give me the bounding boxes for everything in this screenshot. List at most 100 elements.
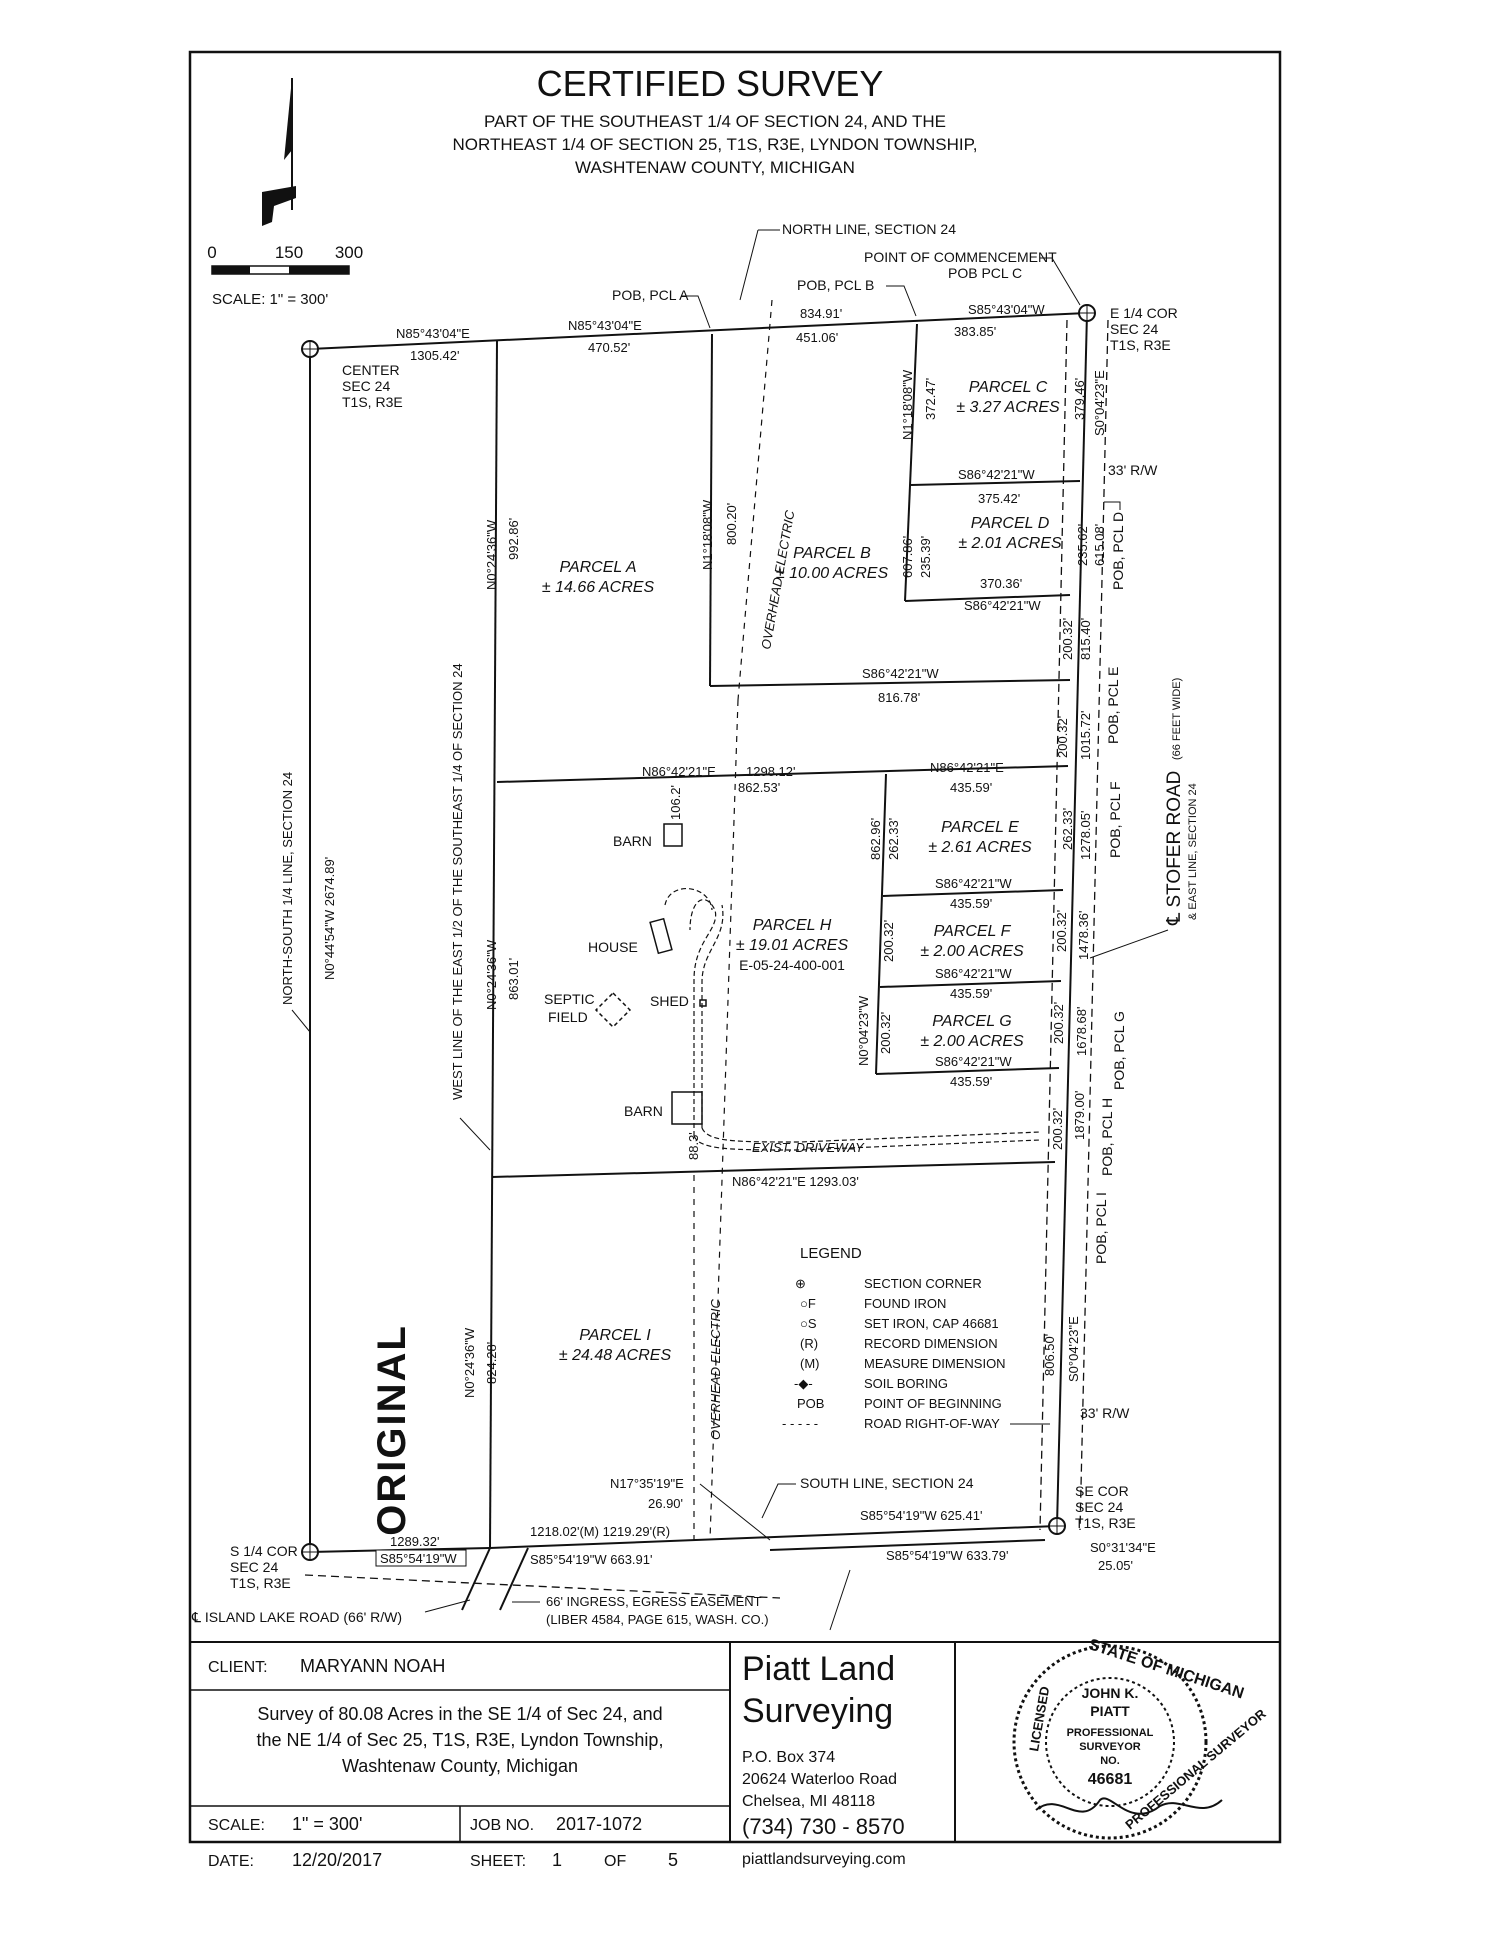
overhead-electric-label: OVERHEAD ELECTRIC	[708, 1299, 723, 1440]
svg-text:POB: POB	[797, 1396, 824, 1411]
svg-text:815.40': 815.40'	[1078, 618, 1093, 660]
svg-text:○S: ○S	[800, 1316, 817, 1331]
svg-text:S86°42'21"W: S86°42'21"W	[935, 1054, 1012, 1069]
svg-text:N0°24'36"W: N0°24'36"W	[484, 939, 499, 1010]
svg-text:JOHN K.: JOHN K.	[1082, 1685, 1139, 1701]
svg-text:800.20': 800.20'	[724, 503, 739, 545]
pob-e-callout: POB, PCL E	[1105, 667, 1121, 744]
svg-text:S86°42'21"W: S86°42'21"W	[862, 666, 939, 681]
svg-text:200.32': 200.32'	[1051, 1002, 1066, 1044]
date-row: DATE: 12/20/2017 SHEET: 1 OF 5	[190, 1841, 730, 1870]
sheet-total: 5	[668, 1850, 678, 1870]
svg-text:370.36': 370.36'	[980, 576, 1022, 591]
svg-text:375.42': 375.42'	[978, 491, 1020, 506]
svg-text:± 2.61 ACRES: ± 2.61 ACRES	[928, 839, 1032, 856]
svg-text:SET IRON, CAP 46681: SET IRON, CAP 46681	[864, 1316, 999, 1331]
svg-text:1218.02'(M) 1219.29'(R): 1218.02'(M) 1219.29'(R)	[530, 1524, 670, 1539]
parcel-f-label: PARCEL F ± 2.00 ACRES	[920, 923, 1024, 960]
pob-a-callout: POB, PCL A	[612, 287, 689, 303]
surveyor-seal: STATE OF MICHIGAN LICENSED PROFESSIONAL …	[1012, 1636, 1269, 1840]
svg-text:824.28': 824.28'	[484, 1342, 499, 1384]
svg-text:OF: OF	[604, 1853, 626, 1870]
svg-text:(R): (R)	[800, 1336, 818, 1351]
svg-text:300: 300	[335, 243, 363, 262]
survey-description: Survey of 80.08 Acres in the SE 1/4 of S…	[257, 1704, 662, 1724]
svg-text:25.05': 25.05'	[1098, 1558, 1133, 1573]
svg-text:235.39': 235.39'	[918, 536, 933, 578]
center-corner-label: CENTER SEC 24 T1S, R3E	[342, 362, 403, 410]
svg-text:806.50': 806.50'	[1042, 1334, 1057, 1376]
parcel-d-label: PARCEL D ± 2.01 ACRES	[958, 515, 1062, 552]
boundary-lines	[309, 312, 1088, 1611]
svg-text:862.53': 862.53'	[738, 780, 780, 795]
s-quarter-corner-label: S 1/4 COR SEC 24 T1S, R3E	[230, 1543, 298, 1591]
svg-text:235.62': 235.62'	[1075, 524, 1090, 566]
svg-text:S85°54'19"W 625.41': S85°54'19"W 625.41'	[860, 1508, 982, 1523]
parcel-a-label: PARCEL A ± 14.66 ACRES	[542, 559, 655, 596]
svg-text:1678.68': 1678.68'	[1074, 1007, 1089, 1056]
svg-text:± 14.66 ACRES: ± 14.66 ACRES	[542, 579, 655, 596]
svg-text:N85°43'04"E: N85°43'04"E	[396, 326, 470, 341]
svg-text:SECTION CORNER: SECTION CORNER	[864, 1276, 982, 1291]
svg-text:46681: 46681	[1088, 1771, 1133, 1788]
svg-text:88.3': 88.3'	[686, 1132, 701, 1160]
north-line-callout: NORTH LINE, SECTION 24	[782, 221, 956, 237]
svg-text:S85°54'19"W: S85°54'19"W	[380, 1551, 457, 1566]
svg-text:SEPTIC: SEPTIC	[544, 991, 595, 1007]
survey-date: 12/20/2017	[292, 1850, 382, 1870]
svg-text:200.32': 200.32'	[1055, 716, 1070, 758]
svg-text:150: 150	[275, 243, 303, 262]
company-name: Piatt Land	[742, 1650, 895, 1688]
svg-text:20624 Waterloo Road: 20624 Waterloo Road	[742, 1771, 897, 1788]
svg-text:RECORD DIMENSION: RECORD DIMENSION	[864, 1336, 998, 1351]
svg-text:-◆-: -◆-	[794, 1376, 813, 1391]
svg-text:N86°42'21"E: N86°42'21"E	[642, 764, 716, 779]
pob-f-callout: POB, PCL F	[1107, 781, 1123, 858]
svg-text:CENTER: CENTER	[342, 362, 400, 378]
ns-line-callout: NORTH-SOUTH 1/4 LINE, SECTION 24	[280, 772, 295, 1005]
title-block: CLIENT: MARYANN NOAH Survey of 80.08 Acr…	[190, 1641, 1280, 1842]
svg-text:± 19.01 ACRES: ± 19.01 ACRES	[736, 937, 849, 954]
svg-text:862.96': 862.96'	[868, 818, 883, 860]
svg-text:S85°54'19"W 633.79': S85°54'19"W 633.79'	[886, 1548, 1008, 1563]
svg-text:N0°04'23"W: N0°04'23"W	[856, 995, 871, 1066]
client-name: MARYANN NOAH	[300, 1656, 445, 1676]
svg-text:& EAST LINE, SECTION 24: & EAST LINE, SECTION 24	[1187, 783, 1199, 920]
easement-callout: 66' INGRESS, EGRESS EASEMENT (LIBER 4584…	[546, 1594, 769, 1627]
svg-text:JOB NO.: JOB NO.	[470, 1817, 534, 1834]
septic-field-label: SEPTIC FIELD	[544, 991, 595, 1025]
svg-text:DATE:: DATE:	[208, 1853, 254, 1870]
survey-subtitle-line: PART OF THE SOUTHEAST 1/4 OF SECTION 24,…	[484, 112, 946, 131]
svg-text:PIATT: PIATT	[1090, 1703, 1130, 1719]
svg-text:262.33': 262.33'	[1060, 808, 1075, 850]
svg-text:PARCEL H: PARCEL H	[753, 917, 832, 934]
svg-text:1879.00': 1879.00'	[1072, 1091, 1087, 1140]
svg-text:615.08': 615.08'	[1092, 524, 1107, 566]
svg-text:PARCEL F: PARCEL F	[934, 923, 1012, 940]
company-website: piattlandsurveying.com	[742, 1851, 906, 1868]
company-info: Piatt Land Surveying P.O. Box 374 20624 …	[742, 1650, 906, 1868]
svg-text:200.32': 200.32'	[1050, 1108, 1065, 1150]
svg-text:S86°42'21"W: S86°42'21"W	[935, 876, 1012, 891]
e-quarter-corner-label: E 1/4 COR SEC 24 T1S, R3E	[1110, 305, 1178, 353]
svg-text:26.90': 26.90'	[648, 1496, 683, 1511]
company-phone: (734) 730 - 8570	[742, 1814, 905, 1839]
svg-text:N0°24'36"W: N0°24'36"W	[484, 519, 499, 590]
svg-text:200.32': 200.32'	[881, 920, 896, 962]
svg-text:SOIL BORING: SOIL BORING	[864, 1376, 948, 1391]
rw-callout: 33' R/W	[1108, 462, 1158, 478]
pob-g-callout: POB, PCL G	[1111, 1011, 1127, 1090]
svg-text:(M): (M)	[800, 1356, 820, 1371]
svg-text:○F: ○F	[800, 1296, 816, 1311]
svg-text:S 1/4 COR: S 1/4 COR	[230, 1543, 298, 1559]
svg-text:PARCEL D: PARCEL D	[971, 515, 1050, 532]
svg-text:PARCEL A: PARCEL A	[559, 559, 636, 576]
svg-text:ROAD RIGHT-OF-WAY: ROAD RIGHT-OF-WAY	[864, 1416, 1000, 1431]
svg-text:834.91': 834.91'	[800, 306, 842, 321]
svg-text:816.78': 816.78'	[878, 690, 920, 705]
svg-text:S86°42'21"W: S86°42'21"W	[958, 467, 1035, 482]
original-stamp: ORIGINAL	[370, 1324, 414, 1536]
svg-text:470.52': 470.52'	[588, 340, 630, 355]
svg-text:(66 FEET WIDE): (66 FEET WIDE)	[1171, 678, 1183, 760]
svg-text:P.O. Box 374: P.O. Box 374	[742, 1749, 835, 1766]
